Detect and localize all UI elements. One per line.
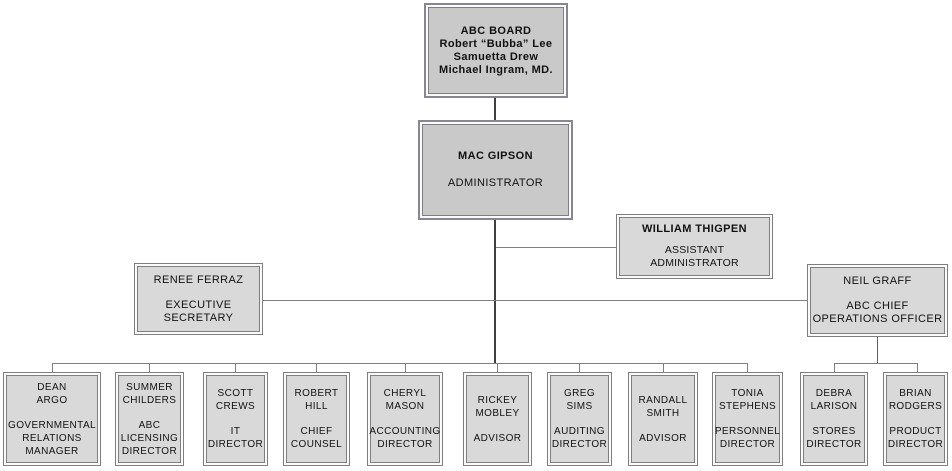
connector-drop bbox=[52, 363, 53, 373]
connector-drop bbox=[235, 363, 236, 373]
connector-drop bbox=[579, 363, 580, 373]
connector-secretary-operations bbox=[263, 300, 807, 301]
connector-drop bbox=[917, 363, 918, 373]
person-title: PRODUCT DIRECTOR bbox=[887, 426, 944, 450]
person-title: GOVERNMENTAL RELATIONS MANAGER bbox=[8, 419, 96, 457]
node-randall-smith: RANDALL SMITH ADVISOR bbox=[628, 372, 698, 466]
node-body: SCOTT CREWS IT DIRECTOR bbox=[206, 375, 265, 463]
node-tonia-stephens: TONIA STEPHENS PERSONNEL DIRECTOR bbox=[712, 372, 783, 466]
person-title: STORES DIRECTOR bbox=[806, 426, 862, 450]
node-body: RENEE FERRAZ EXECUTIVE SECRETARY bbox=[137, 266, 260, 332]
node-neil-graff: NEIL GRAFF ABC CHIEF OPERATIONS OFFICER bbox=[807, 264, 948, 337]
node-body: ABC BOARD Robert “Bubba” Lee Samuetta Dr… bbox=[428, 7, 564, 94]
person-title: ADVISOR bbox=[473, 432, 522, 444]
node-william-thigpen: WILLIAM THIGPEN ASSISTANT ADMINISTRATOR bbox=[616, 214, 773, 279]
connector-drop bbox=[834, 363, 835, 373]
person-name: TONIA STEPHENS bbox=[718, 388, 777, 412]
person-name: SCOTT CREWS bbox=[215, 388, 256, 412]
person-title: IT DIRECTOR bbox=[207, 426, 264, 450]
node-abc-board: ABC BOARD Robert “Bubba” Lee Samuetta Dr… bbox=[424, 3, 568, 98]
connector-administrator-trunk bbox=[494, 219, 496, 364]
board-members: Robert “Bubba” Lee Samuetta Drew Michael… bbox=[439, 37, 553, 76]
node-body: TONIA STEPHENS PERSONNEL DIRECTOR bbox=[715, 375, 780, 463]
person-name: WILLIAM THIGPEN bbox=[642, 223, 747, 235]
node-body: DEBRA LARISON STORES DIRECTOR bbox=[803, 375, 865, 463]
node-dean-argo: DEAN ARGO GOVERNMENTAL RELATIONS MANAGER bbox=[3, 372, 101, 466]
connector-operations-drop bbox=[877, 336, 878, 363]
person-title: ABC CHIEF OPERATIONS OFFICER bbox=[812, 300, 943, 325]
node-renee-ferraz: RENEE FERRAZ EXECUTIVE SECRETARY bbox=[134, 263, 263, 335]
person-name: GREG SIMS bbox=[563, 388, 596, 412]
node-summer-childers: SUMMER CHILDERS ABC LICENSING DIRECTOR bbox=[115, 372, 184, 466]
person-title: ADVISOR bbox=[639, 432, 687, 444]
node-body: NEIL GRAFF ABC CHIEF OPERATIONS OFFICER bbox=[810, 267, 945, 334]
node-greg-sims: GREG SIMS AUDITING DIRECTOR bbox=[547, 372, 612, 466]
connector-drop bbox=[747, 363, 748, 373]
person-name: DEBRA LARISON bbox=[810, 388, 858, 412]
person-name: BRIAN RODGERS bbox=[888, 388, 943, 412]
person-name: RANDALL SMITH bbox=[638, 394, 688, 419]
person-title: ABC LICENSING DIRECTOR bbox=[120, 419, 179, 457]
person-name: SUMMER CHILDERS bbox=[122, 381, 177, 406]
person-name: ROBERT HILL bbox=[294, 388, 339, 412]
node-body: RICKEY MOBLEY ADVISOR bbox=[466, 375, 529, 463]
connector-drop bbox=[149, 363, 150, 373]
connector-drop bbox=[497, 363, 498, 373]
connector-assistant-administrator bbox=[496, 247, 616, 248]
node-robert-hill: ROBERT HILL CHIEF COUNSEL bbox=[283, 372, 350, 466]
connector-staff-distribution bbox=[52, 363, 748, 364]
person-title: ADMINISTRATOR bbox=[447, 177, 544, 189]
person-name: MAC GIPSON bbox=[458, 150, 533, 162]
person-name: CHERYL MASON bbox=[383, 388, 427, 412]
person-title: CHIEF COUNSEL bbox=[290, 426, 343, 450]
node-body: MAC GIPSON ADMINISTRATOR bbox=[422, 124, 569, 216]
connector-drop bbox=[405, 363, 406, 373]
person-title: ACCOUNTING DIRECTOR bbox=[369, 426, 441, 450]
node-body: ROBERT HILL CHIEF COUNSEL bbox=[286, 375, 347, 463]
node-body: SUMMER CHILDERS ABC LICENSING DIRECTOR bbox=[118, 375, 181, 463]
node-body: BRIAN RODGERS PRODUCT DIRECTOR bbox=[886, 375, 945, 463]
person-name: RICKEY MOBLEY bbox=[475, 394, 520, 419]
node-brian-rodgers: BRIAN RODGERS PRODUCT DIRECTOR bbox=[883, 372, 948, 466]
node-cheryl-mason: CHERYL MASON ACCOUNTING DIRECTOR bbox=[367, 372, 443, 466]
person-title: ASSISTANT ADMINISTRATOR bbox=[650, 244, 739, 269]
person-name: DEAN ARGO bbox=[36, 381, 68, 406]
person-name: NEIL GRAFF bbox=[843, 275, 912, 287]
node-body: GREG SIMS AUDITING DIRECTOR bbox=[550, 375, 609, 463]
person-title: PERSONNEL DIRECTOR bbox=[714, 426, 781, 450]
connector-drop bbox=[316, 363, 317, 373]
node-body: RANDALL SMITH ADVISOR bbox=[631, 375, 695, 463]
node-body: CHERYL MASON ACCOUNTING DIRECTOR bbox=[369, 375, 441, 463]
person-title: AUDITING DIRECTOR bbox=[551, 426, 608, 450]
org-unit-name: ABC BOARD bbox=[460, 24, 532, 37]
node-body: DEAN ARGO GOVERNMENTAL RELATIONS MANAGER bbox=[6, 375, 98, 463]
connector-board-administrator bbox=[494, 97, 496, 121]
node-mac-gipson: MAC GIPSON ADMINISTRATOR bbox=[418, 120, 573, 220]
connector-drop bbox=[663, 363, 664, 373]
node-body: WILLIAM THIGPEN ASSISTANT ADMINISTRATOR bbox=[619, 217, 770, 276]
node-scott-crews: SCOTT CREWS IT DIRECTOR bbox=[203, 372, 268, 466]
person-title: EXECUTIVE SECRETARY bbox=[163, 298, 234, 324]
person-name: RENEE FERRAZ bbox=[153, 273, 244, 286]
node-rickey-mobley: RICKEY MOBLEY ADVISOR bbox=[463, 372, 532, 466]
connector-operations-distribution bbox=[834, 363, 918, 364]
node-debra-larison: DEBRA LARISON STORES DIRECTOR bbox=[800, 372, 868, 466]
